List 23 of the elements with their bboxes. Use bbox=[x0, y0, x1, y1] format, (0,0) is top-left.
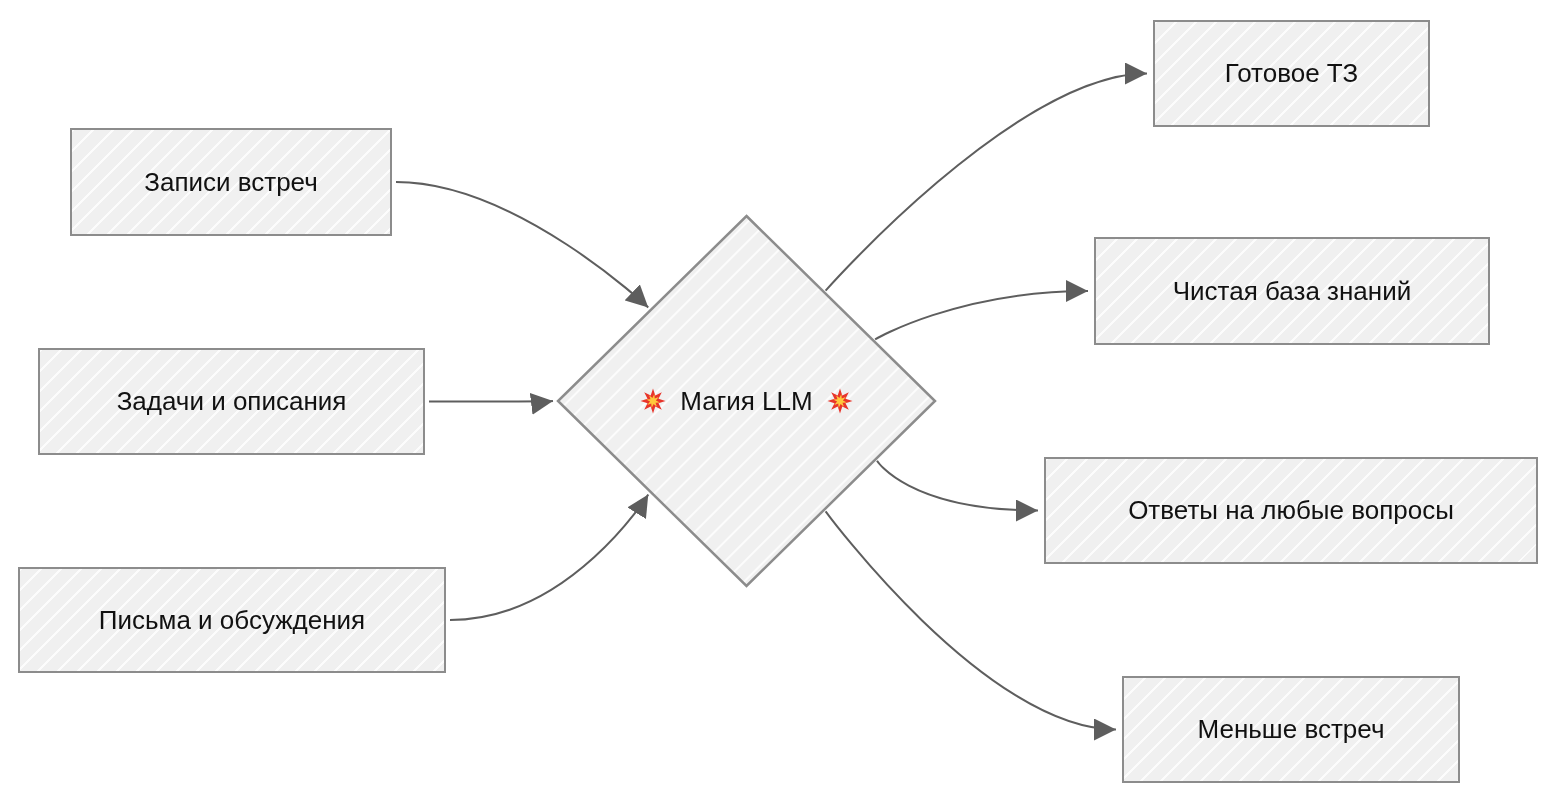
arrow bbox=[428, 391, 554, 414]
node-label: Задачи и описания bbox=[116, 386, 347, 417]
node-label: Меньше встреч bbox=[1197, 714, 1385, 745]
node-label: Записи встреч bbox=[144, 166, 318, 198]
node-label: Письма и обсуждения bbox=[98, 604, 366, 636]
node-label: Чистая база знаний bbox=[1172, 275, 1412, 307]
arrow bbox=[876, 459, 1039, 521]
node-label: Ответы на любые вопросы bbox=[1128, 495, 1454, 526]
process-box bbox=[1094, 237, 1490, 345]
node-label: Готовое ТЗ bbox=[1224, 58, 1359, 89]
arrow bbox=[824, 510, 1117, 738]
process-box bbox=[1122, 676, 1460, 783]
process-box bbox=[38, 348, 425, 455]
node-label: Магия LLM bbox=[680, 385, 813, 417]
arrow bbox=[449, 493, 650, 621]
decision-diamond bbox=[556, 214, 937, 588]
arrow bbox=[824, 65, 1148, 292]
process-box bbox=[18, 567, 446, 673]
process-box bbox=[1153, 20, 1430, 127]
arrow bbox=[395, 181, 650, 309]
arrow bbox=[874, 280, 1089, 341]
process-box bbox=[1044, 457, 1538, 564]
process-box bbox=[70, 128, 392, 236]
